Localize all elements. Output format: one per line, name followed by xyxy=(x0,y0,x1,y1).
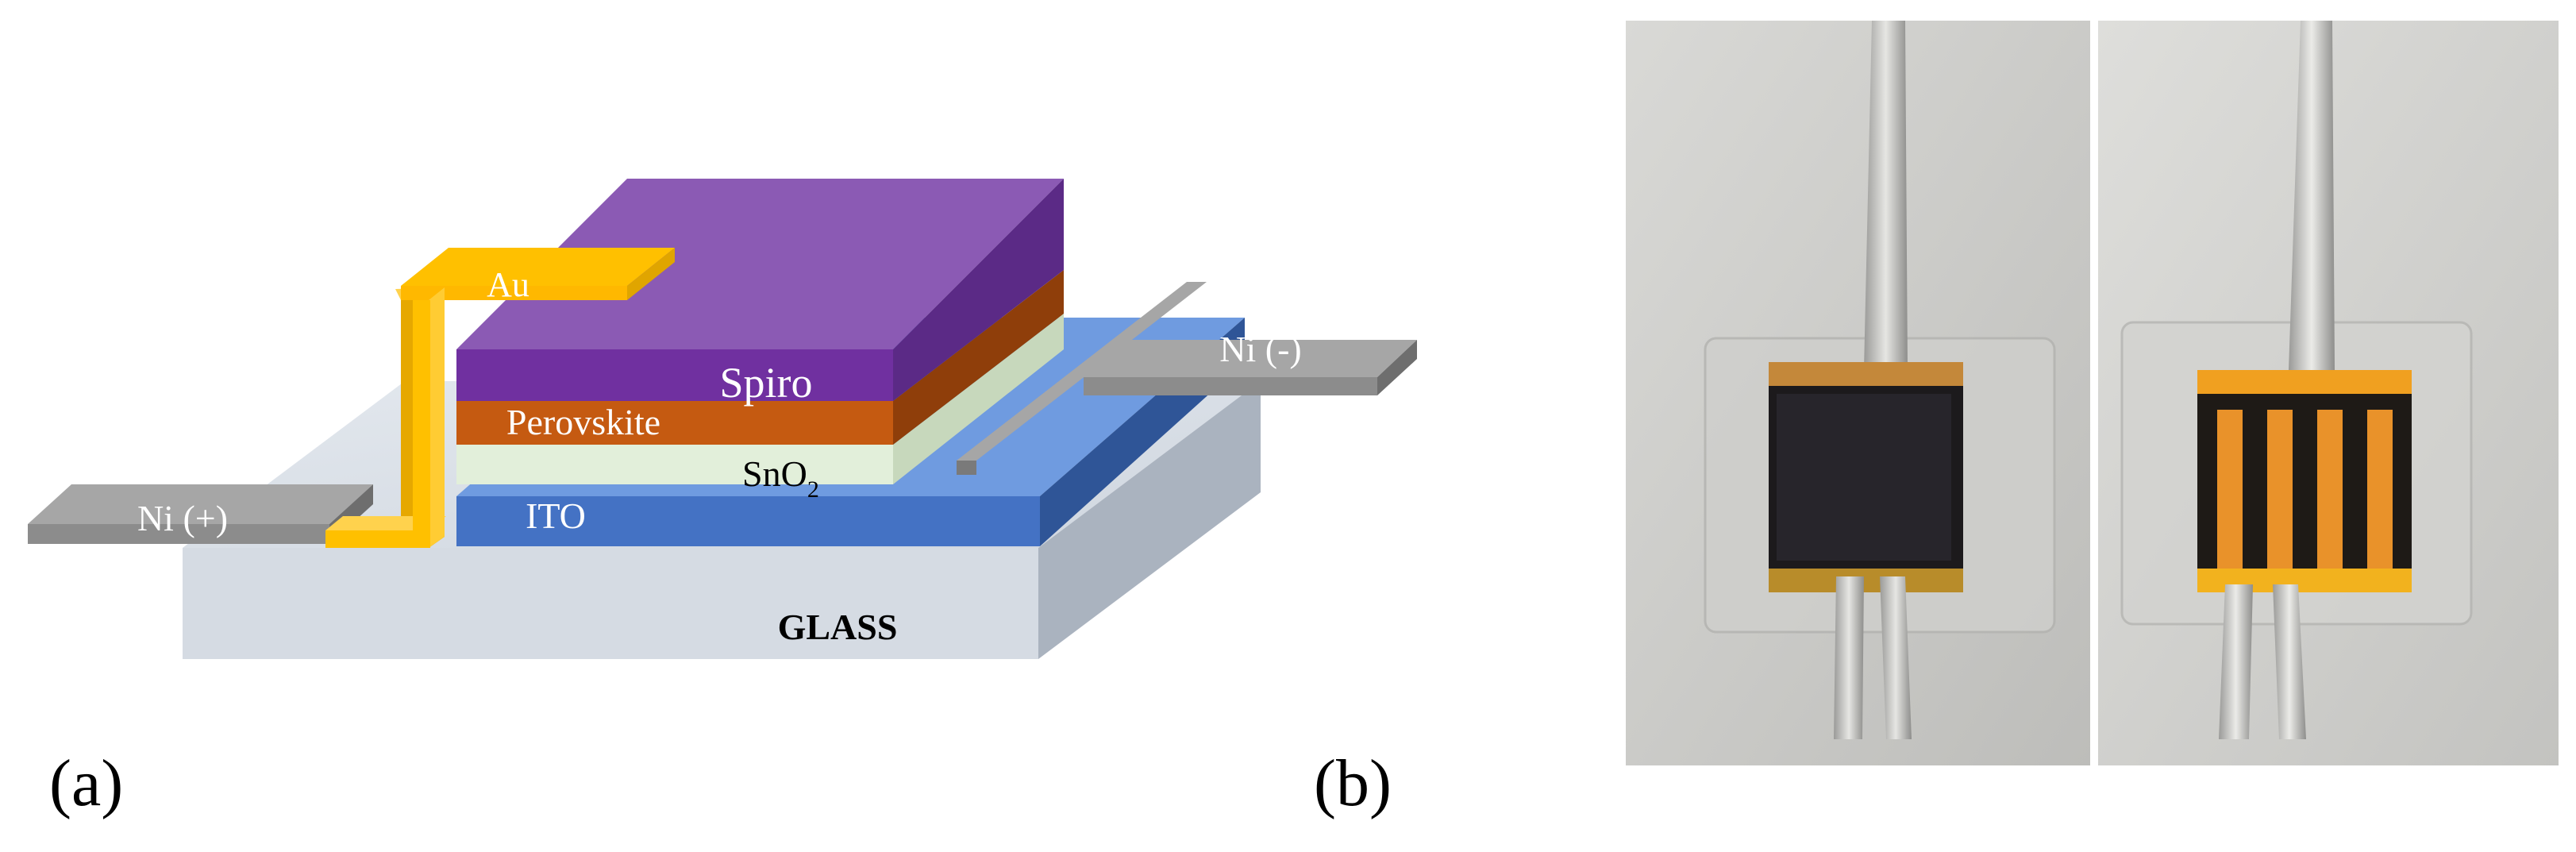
spiro-label: Spiro xyxy=(719,359,812,407)
device-stack-diagram: GLASS ITO SnO2 Perovskite Spiro Au Ni (+… xyxy=(28,179,1417,659)
ito-label: ITO xyxy=(526,495,586,536)
photo-divider xyxy=(2090,21,2098,765)
sno2-label: SnO2 xyxy=(742,453,819,503)
perovskite-layer xyxy=(456,270,1064,445)
spiro-layer xyxy=(456,179,1064,401)
perovskite-label: Perovskite xyxy=(506,402,660,442)
sno2-layer xyxy=(456,314,1064,484)
ni-minus-strip xyxy=(957,282,1417,475)
au-top-arm xyxy=(395,248,675,548)
ni-plus-strip xyxy=(28,484,373,544)
panel-b-label: (b) xyxy=(1314,746,1392,820)
device-photo-left xyxy=(1626,21,2090,765)
device-photo-right xyxy=(2098,21,2559,765)
glass-label: GLASS xyxy=(778,607,898,647)
au-label: Au xyxy=(487,265,529,304)
ni-plus-label: Ni (+) xyxy=(137,498,228,538)
panel-a-label: (a) xyxy=(49,746,124,820)
sno2-subscript: 2 xyxy=(807,476,819,503)
ni-minus-label: Ni (-) xyxy=(1219,329,1301,369)
